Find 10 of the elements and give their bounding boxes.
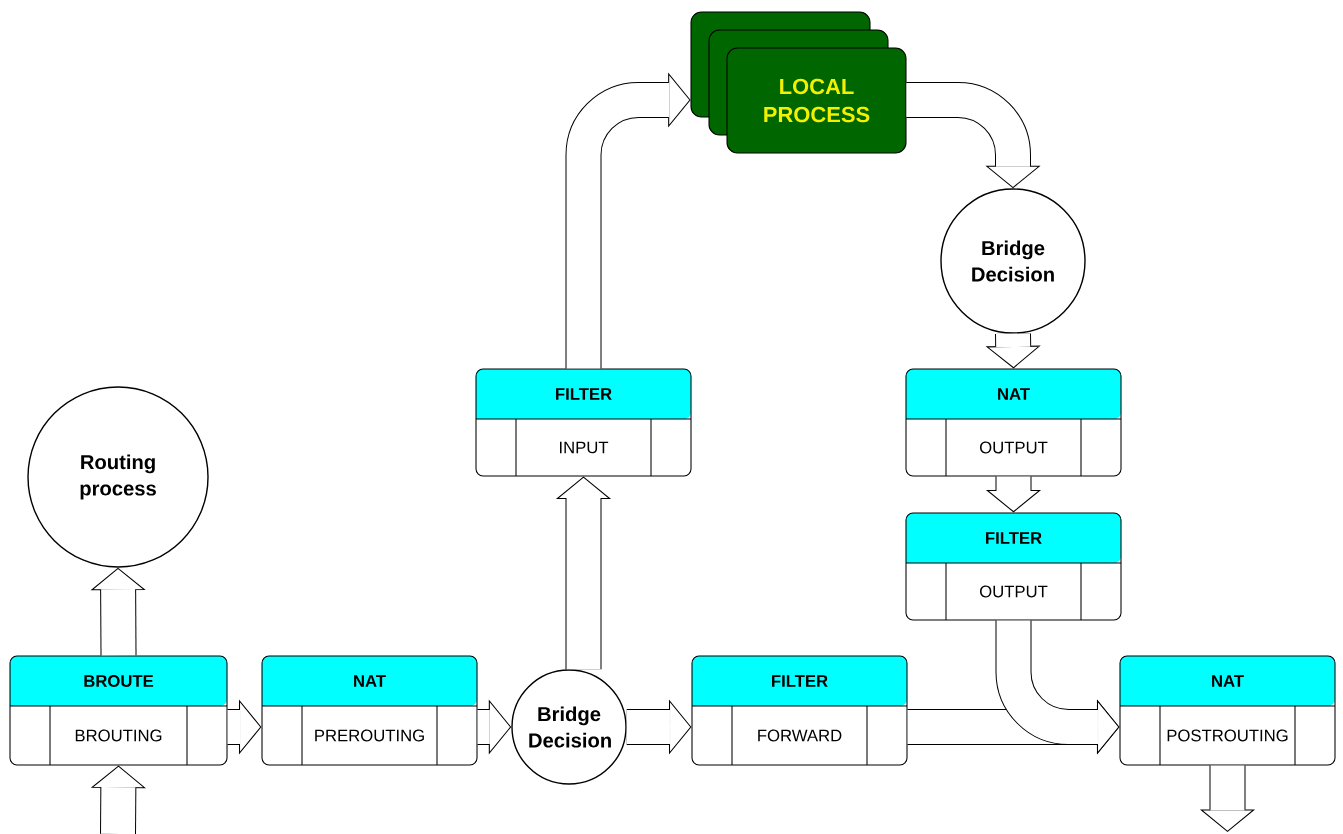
chain-box: NAT OUTPUT: [905, 368, 1122, 477]
hollow-arrow: [906, 82, 1041, 189]
chain-box: NAT POSTROUTING: [1119, 655, 1336, 766]
chain-box: BROUTE BROUTING: [9, 655, 228, 766]
hollow-arrow: [565, 72, 691, 369]
chain-box: FILTER FORWARD: [691, 655, 908, 766]
chain-box: NAT PREROUTING: [261, 655, 478, 766]
stacked-process-box: LOCAL PROCESS: [690, 11, 907, 154]
chain-box: FILTER OUTPUT: [905, 512, 1122, 621]
chain-box: FILTER INPUT: [475, 368, 692, 477]
